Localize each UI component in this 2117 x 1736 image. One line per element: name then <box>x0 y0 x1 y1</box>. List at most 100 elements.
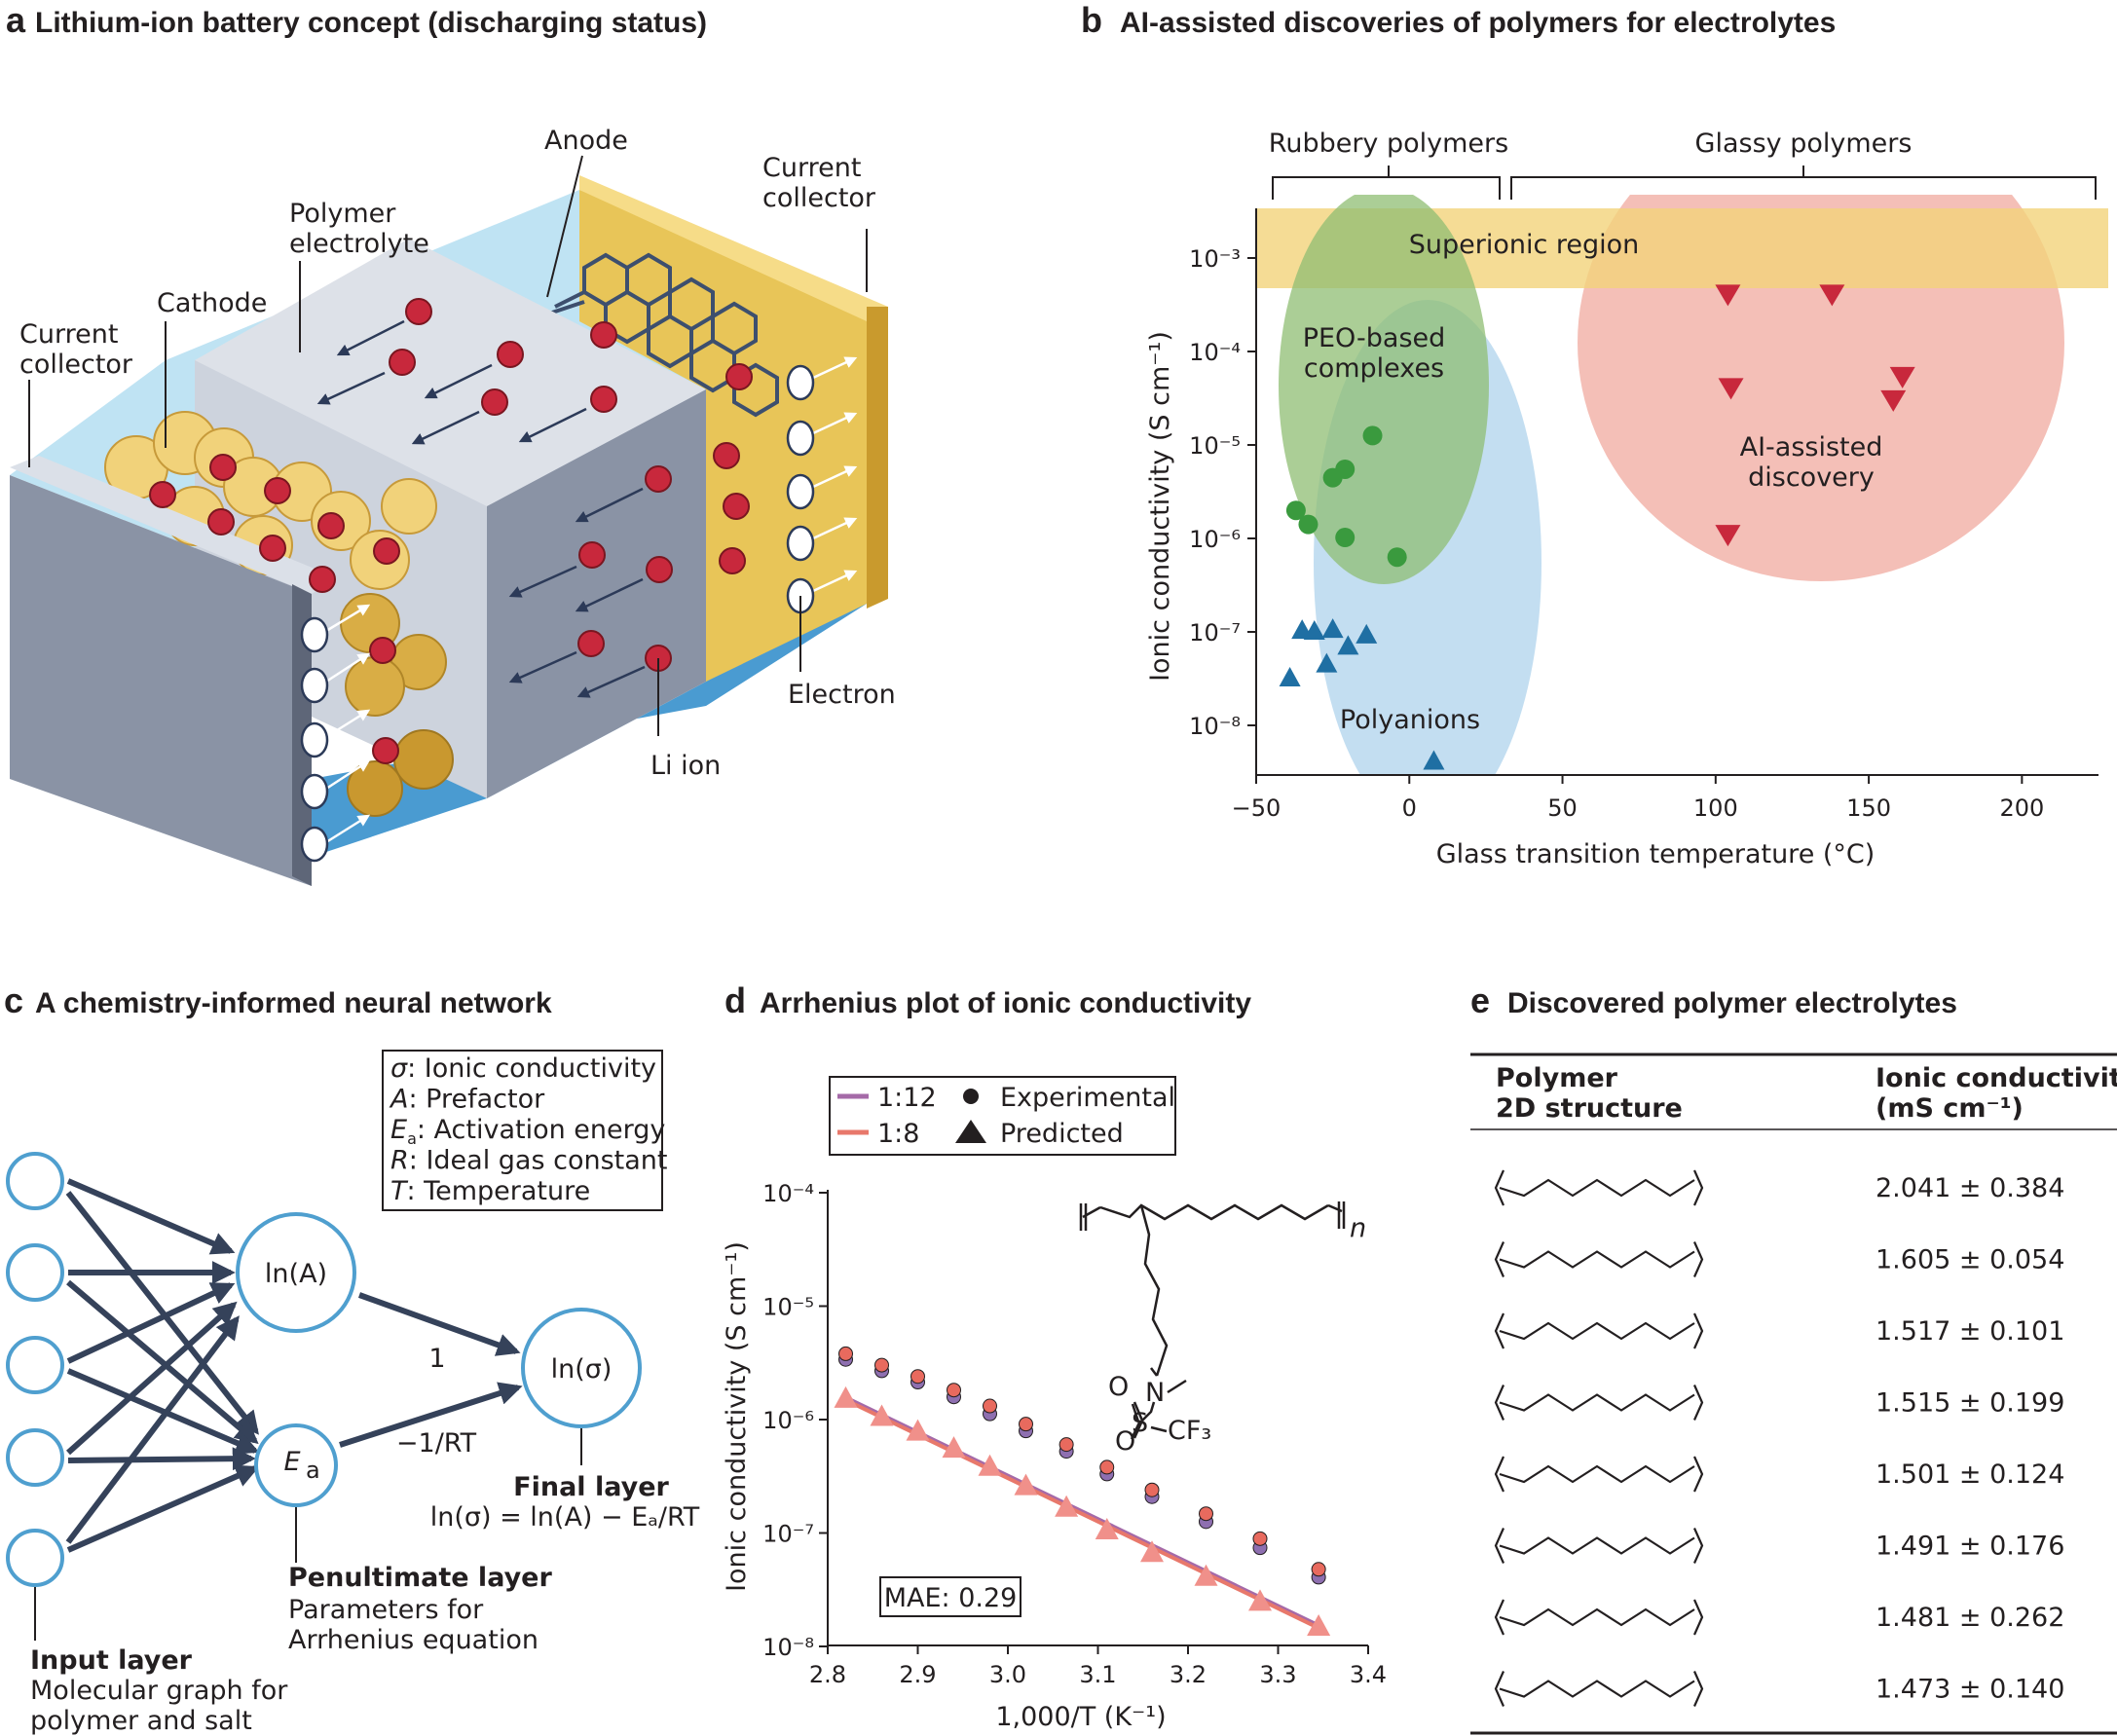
b-data-point <box>1362 425 1383 446</box>
conductivity-value: 2.041 ± 0.384 <box>1876 1173 2064 1203</box>
floor-blue <box>312 589 867 857</box>
electrolyte-side <box>487 389 706 798</box>
b-data-point <box>1715 284 1741 307</box>
label-polyanions: Polyanions <box>1340 705 1480 735</box>
panel-d-xlabel: 1,000/T (K⁻¹) <box>995 1702 1166 1732</box>
mae-box <box>879 1576 1021 1617</box>
experimental-point-1-8 <box>1058 1437 1074 1453</box>
panel-e-letter: e <box>1470 980 1490 1020</box>
b-data-point <box>1880 389 1907 412</box>
d-xtick-label: 2.8 <box>809 1661 846 1688</box>
label-collector-right-1: Current <box>762 153 861 183</box>
col-polymer-1: Polymer <box>1496 1063 1618 1093</box>
monomer-structure <box>1079 1201 1346 1440</box>
legend-marker-experimental <box>963 1089 979 1104</box>
node-Ea-label: E <box>283 1447 300 1477</box>
b-xtick-label: 150 <box>1846 794 1891 822</box>
experimental-point-1-8 <box>838 1346 853 1361</box>
predicted-point <box>1055 1495 1079 1517</box>
d-ytick-label: 10⁻⁵ <box>762 1294 814 1321</box>
b-ytick-label: 10⁻⁸ <box>1189 713 1241 740</box>
li-ions <box>149 298 753 764</box>
legend-line: Ea: Activation energy <box>390 1115 665 1148</box>
chem-n: n <box>1350 1213 1366 1243</box>
experimental-point-1-8 <box>1252 1531 1268 1546</box>
experimental-point-1-8 <box>1099 1459 1115 1475</box>
predicted-point <box>834 1385 858 1408</box>
weight-bottom: −1/RT <box>396 1428 477 1459</box>
col-conductivity-2: (mS cm⁻¹) <box>1876 1093 2024 1124</box>
panel-e: e Discovered polymer electrolytes Polyme… <box>1470 980 2117 1735</box>
legend-line: R: Ideal gas constant <box>390 1146 668 1176</box>
label-collector-left-2: collector <box>19 350 133 380</box>
label-collector-left-1: Current <box>19 319 118 350</box>
polymer-structure <box>1494 1671 1704 1707</box>
label-ai-1: AI-assisted <box>1740 432 1883 462</box>
label-ai-2: discovery <box>1748 462 1875 493</box>
legend-line: A: Prefactor <box>389 1085 545 1115</box>
b-ytick-label: 10⁻³ <box>1189 245 1241 273</box>
conductivity-value: 1.605 ± 0.054 <box>1876 1245 2064 1275</box>
label-electrolyte-2: electrolyte <box>289 229 429 259</box>
panel-c: c A chemistry-informed neural network σ:… <box>4 980 700 1736</box>
panel-b-points <box>1279 284 1915 770</box>
b-ytick-label: 10⁻⁵ <box>1189 432 1241 460</box>
panel-b-letter: b <box>1081 0 1102 40</box>
panel-d-points <box>834 1346 1331 1637</box>
panel-b-ylabel: Ionic conductivity (S cm⁻¹) <box>1145 331 1175 682</box>
symbol-legend-box <box>382 1050 663 1211</box>
panel-a-letter: a <box>6 0 26 40</box>
conductivity-value: 1.515 ± 0.199 <box>1876 1388 2064 1419</box>
panel-d-legend-box <box>829 1076 1176 1156</box>
d-ytick-label: 10⁻⁶ <box>762 1407 814 1434</box>
conductivity-value: 1.517 ± 0.101 <box>1876 1316 2064 1347</box>
network-edges <box>65 1178 523 1553</box>
panel-b: b AI-assisted discoveries of polymers fo… <box>1081 0 2108 869</box>
experimental-point-1-8 <box>1311 1562 1326 1577</box>
experimental-point-1-8 <box>1199 1506 1213 1522</box>
b-data-point <box>1316 652 1338 673</box>
b-xtick-label: 200 <box>1999 794 2044 822</box>
polymer-structure <box>1494 1312 1704 1349</box>
b-data-point <box>1322 467 1343 488</box>
legend-experimental: Experimental <box>1000 1083 1175 1113</box>
b-data-point <box>1337 635 1359 655</box>
b-data-point <box>1298 514 1318 535</box>
predicted-point <box>1248 1589 1272 1611</box>
label-peo-1: PEO-based <box>1303 323 1446 353</box>
predicted-point <box>1014 1473 1038 1496</box>
electrons <box>300 356 858 863</box>
b-data-point <box>1321 618 1344 639</box>
predicted-point <box>1194 1564 1218 1586</box>
chem-O2: O <box>1115 1426 1135 1457</box>
panel-d-ylabel: Ionic conductivity (S cm⁻¹) <box>722 1241 752 1592</box>
experimental-point-1-8 <box>874 1357 889 1373</box>
polymer-structure <box>1494 1241 1704 1277</box>
experimental-point-1-8 <box>910 1369 925 1385</box>
label-electrolyte-1: Polymer <box>289 199 396 229</box>
conductivity-value: 1.473 ± 0.140 <box>1876 1675 2064 1705</box>
b-data-point <box>1279 667 1301 687</box>
legend-1-12: 1:12 <box>877 1083 937 1113</box>
region-ai-discovery <box>1578 195 2064 581</box>
predicted-point <box>978 1454 1002 1476</box>
input-layer-title: Input layer <box>30 1645 193 1676</box>
b-data-point <box>1356 623 1378 644</box>
chem-S: S <box>1132 1408 1148 1438</box>
b-ytick-label: 10⁻⁷ <box>1189 619 1241 646</box>
experimental-point-1-8 <box>983 1398 997 1414</box>
panel-d-letter: d <box>724 980 746 1020</box>
predicted-point <box>1095 1518 1119 1540</box>
node-sigma <box>521 1308 642 1428</box>
experimental-point-1-8 <box>1019 1417 1033 1432</box>
b-xtick-label: −50 <box>1232 794 1281 822</box>
node-sigma-label: ln(σ) <box>551 1354 613 1385</box>
conductivity-value: 1.481 ± 0.262 <box>1876 1603 2064 1633</box>
predicted-point <box>1307 1614 1331 1637</box>
label-cathode: Cathode <box>157 288 267 318</box>
col-polymer-2: 2D structure <box>1496 1093 1683 1124</box>
d-ytick-label: 10⁻⁷ <box>762 1521 814 1548</box>
b-data-point <box>1335 528 1356 548</box>
